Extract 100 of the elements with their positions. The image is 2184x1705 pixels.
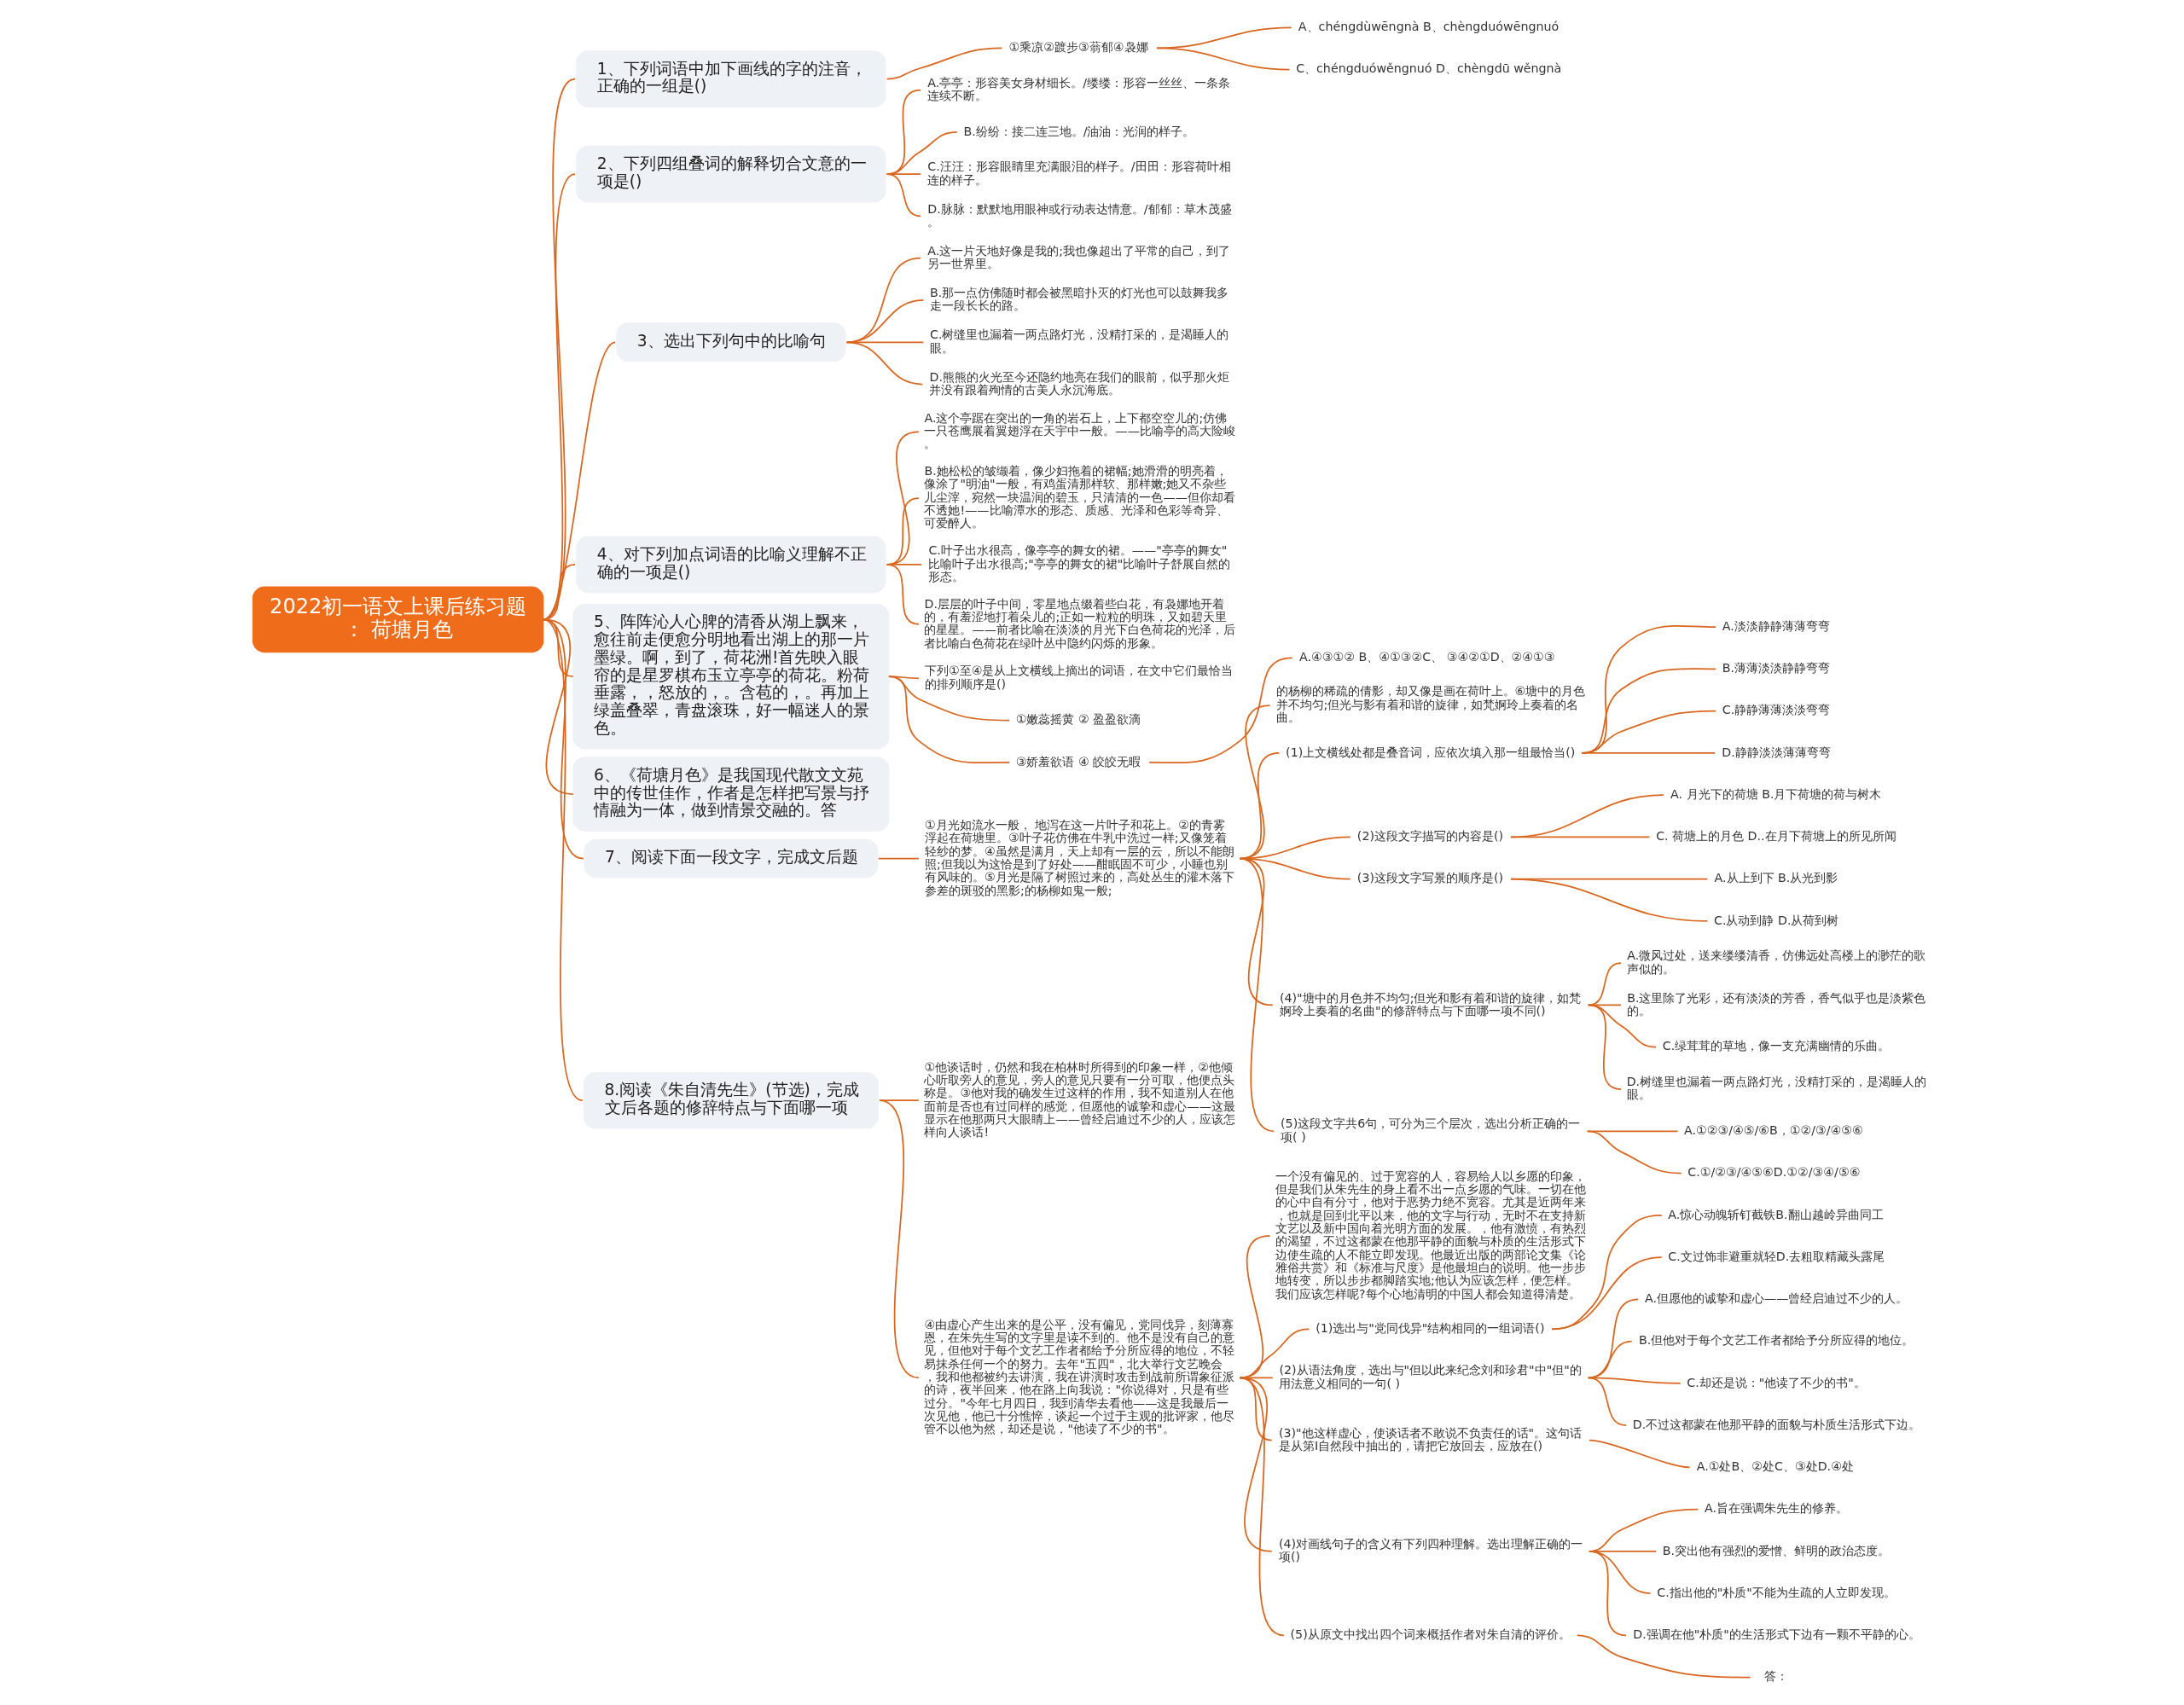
- connector: [1239, 1377, 1274, 1379]
- node-text: C.却还是说："他读了不少的书"。: [1686, 1375, 1866, 1389]
- node-text: A.微风过处，送来缕缕清香，仿佛远处高楼上的渺茫的歌声似的。: [1626, 948, 1926, 976]
- node-text: (5)从原文中找出四个词来概括作者对朱自清的评价。: [1290, 1627, 1571, 1642]
- node-text: A、chéngdùwēngnà B、chèngduówēngnuó: [1298, 20, 1559, 34]
- node-box: 6、《荷塘月色》是我国现代散文文苑中的传世佳作，作者是怎样把写景与抒情融为一体，做到情景交融的。答: [572, 757, 889, 832]
- node-text: C. 荷塘上的月色 D..在月下荷塘上的所见所闻: [1655, 829, 1896, 844]
- connector: [1155, 47, 1290, 71]
- connector: [878, 1099, 920, 1379]
- node-box: 5、阵阵沁人心脾的清香从湖上飘来，愈往前走便愈分明地看出湖上的那一片墨绿。啊，到了，荷花洲!首先映入眼帘的是星罗棋布玉立亭亭的荷花。粉荷垂露，，怒放的，。含苞的，。再加上绿盖叠翠，青盘滚珠，好一幅迷人的景色。: [572, 603, 889, 750]
- node-text: A.旨在强调朱先生的修养。: [1704, 1501, 1848, 1516]
- connector: [1580, 625, 1716, 754]
- connector: [1509, 878, 1708, 922]
- node-text: (1)上文横线处都是叠音词，应依次填入那一组最恰当(): [1285, 745, 1575, 759]
- node-text: ①嫩蕊摇黄 ② 盈盈欲滴: [1015, 712, 1141, 727]
- connector: [1588, 1551, 1627, 1637]
- node-box: 8.阅读《朱自清先生》(节选)，完成文后各题的修辞特点与下面哪一项: [583, 1071, 879, 1129]
- node-text: C.树缝里也漏着一两点路灯光，没精打采的，是渴睡人的眼。: [929, 328, 1228, 355]
- node-text: D.脉脉：默默地用眼神或行动表达情意。/郁郁：草木茂盛。: [926, 201, 1232, 229]
- connector: [1586, 1130, 1682, 1174]
- node-box: 2、下列四组叠词的解释切合文意的一项是(): [575, 145, 886, 203]
- connector: [1239, 1377, 1285, 1637]
- node-text: A. 月光下的荷塘 B.月下荷塘的荷与树木: [1670, 786, 1881, 801]
- connector: [886, 563, 920, 625]
- node-text: (4)对画线句子的含义有下列四种理解。选出理解正确的一项(): [1278, 1536, 1583, 1564]
- connector: [1587, 1377, 1681, 1384]
- node-text: C.叶子出水很高，像亭亭的舞女的裙。——"亭亭的舞女"比喻叶子出水很高;"亭亭的舞女的裙"比喻叶子舒展自然的形态。: [927, 543, 1230, 583]
- node-text: (1)选出与"党同伐异"结构相同的一组词语(): [1315, 1321, 1544, 1336]
- connector: [1509, 794, 1664, 838]
- node-text: C.绿茸茸的草地，像一支充满幽情的乐曲。: [1662, 1039, 1890, 1053]
- connector: [845, 341, 923, 386]
- node-box: 4、对下列加点词语的比喻义理解不正确的一项是(): [575, 536, 886, 594]
- node-text: (3)这段文字写景的顺序是(): [1356, 871, 1503, 885]
- node-text: C.汪汪：形容眼睛里充满眼泪的样子。/田田：形容荷叶相连的样子。: [926, 159, 1231, 187]
- node-text: A.从上到下 B.从光到影: [1714, 871, 1838, 885]
- connector: [1580, 710, 1716, 754]
- node-box: 1、下列词语中加下画线的字的注音，正确的一组是(): [575, 50, 886, 107]
- node-text: D.熊熊的火光至今还隐约地亮在我们的眼前，似乎那火炬并没有跟着殉情的古美人永沉海底。: [928, 369, 1229, 397]
- node-text: A.但愿他的诚挚和虚心——曾经启迪过不少的人。: [1644, 1291, 1908, 1306]
- node-text: ①月光如流水一般， 地泻在这一片叶子和花上。②的青雾浮起在荷塘里。③叶子花仿佛在牛乳中洗过一样;又像笼着轻纱的梦。④虽然是满月，天上却有一层的云，所以不能朗照;但我以为这恰是到了好处——酣眠固不可少，小睡也别有风味的。⑤月光是隔了树照过来的，高处丛生的灌木落下参差的斑驳的黑影;的杨柳如鬼一般;: [924, 818, 1234, 897]
- connector: [1550, 1256, 1663, 1331]
- node-text: C.文过饰非避重就轻D.去粗取精藏头露尾: [1667, 1249, 1885, 1263]
- connector: [1239, 1377, 1273, 1441]
- connector: [1509, 836, 1650, 838]
- node-box: 2022初一语文上课后练习题： 荷塘月色: [252, 586, 543, 653]
- connector: [542, 618, 584, 1101]
- node-text: A.惊心动魄斩钉截铁B.翻山越岭异曲同工: [1667, 1207, 1884, 1221]
- node-text: (3)"他这样虚心，使谈话者不敢说不负责任的话"。这句话是从第Ⅰ自然段中抽出的，请把它放回去，应放在(): [1278, 1425, 1582, 1453]
- connector: [886, 173, 921, 217]
- node-text: A.④③①② B、④①③②C、 ③④②①D、②④①③: [1298, 649, 1555, 664]
- node-text: D.强调在他"朴质"的生活形式下边有一颗不平静的心。: [1632, 1627, 1920, 1642]
- node-text: A.这个亭踞在突出的一角的岩石上，上下都空空儿的;仿佛一只苍鹰展着翼翅浮在天宇中一般。——比喻亭的高大险峻。: [923, 410, 1235, 451]
- connector: [886, 47, 1002, 80]
- node-text: B.这里除了光彩，还有淡淡的芳香，香气似乎也是淡紫色的。: [1626, 990, 1926, 1018]
- connector: [1587, 1004, 1622, 1090]
- node-text: D.不过这都蒙在他那平静的面貌与朴质生活形式下边。: [1632, 1417, 1920, 1431]
- node-text: A.亭亭：形容美女身材细长。/缕缕：形容一丝丝、一条条连续不断。: [926, 75, 1230, 103]
- connector: [886, 89, 921, 176]
- node-text: A.这一片天地好像是我的;我也像超出了平常的自己，到了另一世界里。: [926, 243, 1230, 271]
- connector: [886, 173, 921, 176]
- node-text: (2)这段文字描写的内容是(): [1356, 829, 1503, 844]
- node-text: ③娇羞欲语 ④ 皎皎无暇: [1015, 754, 1141, 768]
- connector: [1580, 752, 1716, 754]
- node-text: B.但他对于每个文艺工作者都给予分所应得的地位。: [1638, 1333, 1914, 1348]
- node-text: (5)这段文字共6句，可分为三个层次，选出分析正确的一项( ): [1280, 1116, 1580, 1144]
- node-box: 7、阅读下面一段文字，完成文后题: [583, 838, 878, 879]
- node-text: C.从动到静 D.从荷到树: [1713, 913, 1838, 927]
- connector: [886, 131, 958, 176]
- node-text: B.薄薄淡淡静静弯弯: [1722, 661, 1830, 676]
- node-text: A.淡淡静静薄薄弯弯: [1722, 618, 1830, 633]
- node-box: 3、选出下列句中的比喻句: [615, 322, 845, 362]
- connector: [877, 857, 920, 860]
- connector: [1587, 1377, 1627, 1426]
- node-text: (2)从语法角度，选出与"但以此来纪念刘和珍君"中"但"的用法意义相同的一句( ): [1278, 1363, 1582, 1390]
- node-text: C.指出他的"朴质"不能为生疏的人立即发现。: [1656, 1585, 1896, 1599]
- connector: [1576, 1634, 1751, 1679]
- node-text: C.静静薄薄淡淡弯弯: [1722, 703, 1830, 717]
- node-text: ①他谈话时，仍然和我在柏林时所得到的印象一样，②他倾心听取旁人的意见，旁人的意见只要有一分可取，他便点头称是。③他对我的确发生过这样的作用，我不知道别人在他面前是否也有过同样的感觉，但愿他的诚挚和虚心——这最显示在他那两只大眼睛上——曾经启迪过不少的人，应该怎样向人谈话!: [923, 1059, 1235, 1140]
- node-text: ④由虚心产生出来的是公平，没有偏见，党同伐异，刻薄寡恩，在朱先生写的文字里是读不到的。他不是没有自己的意见，但他对于每个文艺工作者都给予分所应得的地位，不轻易抹杀任何一个的努力。去年"五四"，北大举行文艺晚会，我和他都被约去讲演，我在讲演时攻击到战前所谓象征派的诗，夜半回来，他在路上向我说："你说得对，只是有些过分。"今年七月四日，我到清华去看他——这是我最后一次见他，他已十分憔悴，谈起一个过于主观的批评家，他尽管不以他为然，却还是说，"他读了不少的书"。: [923, 1317, 1234, 1436]
- node-text: 下列①至④是从上文横线上摘出的词语，在文中它们最恰当的排列顺序是(): [924, 664, 1233, 691]
- node-text: (4)"塘中的月色并不均匀;但光和影有着和谐的旋律，如梵婀玲上奏着的名曲"的修辞特点与下面哪一项不同(): [1279, 990, 1581, 1018]
- node-text: A.①处B、②处C、③处D.④处: [1696, 1459, 1854, 1474]
- connector: [887, 676, 1010, 764]
- node-text: 一个没有偏见的、过于宽容的人，容易给人以乡愿的印象，但是我们从朱先生的身上看不出一点乡愿的气味。一切在他的心中自有分寸，他对于恶势力绝不宽容。尤其是近两年来，也就是回到北平以来，他的文字与行动，无时不在支持新文艺以及新中国向着光明方面的发展。，他有激愤，有热烈的渴望，不过这都蒙在他那平静的面貌与朴质的生活形式下边使生疏的人不能立即发现。他最近出版的两部论文集《论雅俗共赏》和《标准与尺度》是他最坦白的说明。他一步步地转变，所以步步都脚踏实地;他认为应该怎样，便怎样。我们应该怎样呢?每个心地清明的中国人都会知道得清楚。: [1275, 1169, 1586, 1301]
- connector: [1580, 668, 1716, 754]
- node-text: C、chéngduówěngnuó D、chèngdū wěngnà: [1295, 61, 1561, 76]
- connector: [1147, 657, 1293, 764]
- node-text: B.她松松的皱缬着，像少妇拖着的裙幅;她滑滑的明亮着，像涂了"明油"一般，有鸡蛋清那样软、那样嫩;她又不杂些儿尘滓，宛然一块温润的碧玉，只清清的一色——但你却看不透她!——比喻潭水的形态、质感、光泽和色彩等奇异、可爱醉人。: [923, 464, 1235, 531]
- connector: [1588, 1439, 1690, 1469]
- connector: [1239, 857, 1275, 1133]
- connector: [1239, 1328, 1310, 1379]
- node-text: 的杨柳的稀疏的倩影，却又像是画在荷叶上。⑥塘中的月色并不均匀;但光与影有着和谐的旋律，如梵婀玲上奏着的名曲。: [1275, 684, 1585, 725]
- connector: [1587, 962, 1622, 1006]
- node-text: D.静静淡淡薄薄弯弯: [1721, 745, 1831, 759]
- node-text: A.①②③/④⑤/⑥B，①②/③/④⑤⑥: [1683, 1122, 1863, 1137]
- connector: [1239, 1377, 1273, 1552]
- node-text: C.①/②③/④⑤⑥D.①②/③④/⑤⑥: [1687, 1165, 1860, 1180]
- node-text: B.纷纷：接二连三地。/油油：光润的样子。: [962, 124, 1195, 138]
- node-text: B.突出他有强烈的爱憎、鲜明的政治态度。: [1662, 1543, 1890, 1557]
- node-text: D.树缝里也漏着一两点路灯光，没精打采的，是渴睡人的眼。: [1626, 1075, 1926, 1102]
